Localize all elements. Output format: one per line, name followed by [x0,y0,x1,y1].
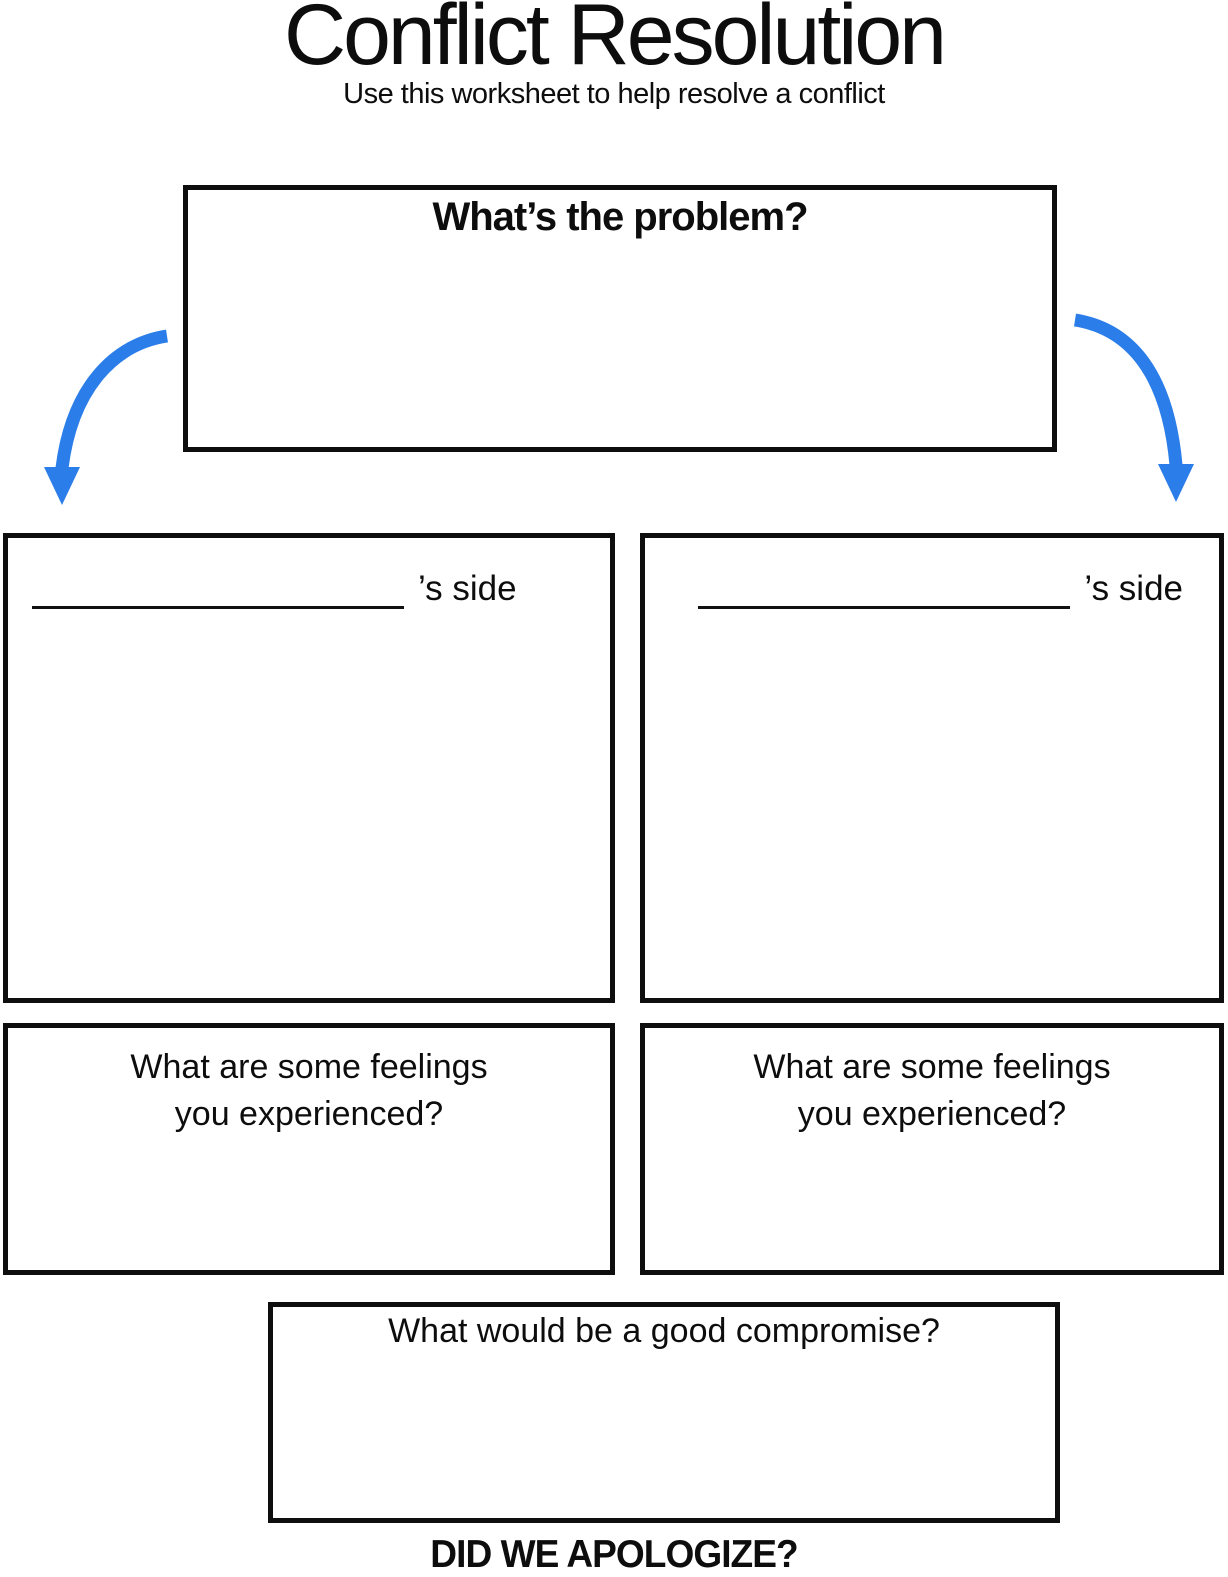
side-box-right-header: ’s side [645,569,1219,609]
side-label-left: ’s side [418,569,517,608]
curved-arrow-down-left-icon [44,329,169,505]
problem-box: What’s the problem? [183,185,1057,452]
side-box-right: ’s side [640,533,1224,1003]
feelings-prompt-right-line1: What are some feelings [753,1048,1111,1086]
side-box-left-header: ’s side [8,569,610,609]
feelings-box-right: What are some feelings you experienced? [640,1023,1224,1275]
feelings-prompt-right-line2: you experienced? [797,1095,1067,1133]
name-blank-line-left [32,576,404,609]
feelings-box-left: What are some feelings you experienced? [3,1023,615,1275]
page-title: Conflict Resolution [283,0,947,83]
compromise-box-heading: What would be a good compromise? [388,1312,940,1350]
feelings-prompt-right: What are some feelings you experienced? [645,1044,1219,1138]
feelings-prompt-left-line1: What are some feelings [130,1048,488,1086]
compromise-box: What would be a good compromise? [268,1302,1060,1523]
feelings-prompt-left-line2: you experienced? [174,1095,444,1133]
curved-arrow-down-right-icon [1073,313,1194,502]
side-label-right: ’s side [1084,569,1183,608]
side-box-left: ’s side [3,533,615,1003]
apologize-question: DID WE APOLOGIZE? [430,1533,798,1576]
feelings-prompt-left: What are some feelings you experienced? [8,1044,610,1138]
page-subtitle: Use this worksheet to help resolve a con… [343,78,885,110]
problem-box-heading: What’s the problem? [432,195,808,239]
name-blank-line-right [698,576,1071,609]
